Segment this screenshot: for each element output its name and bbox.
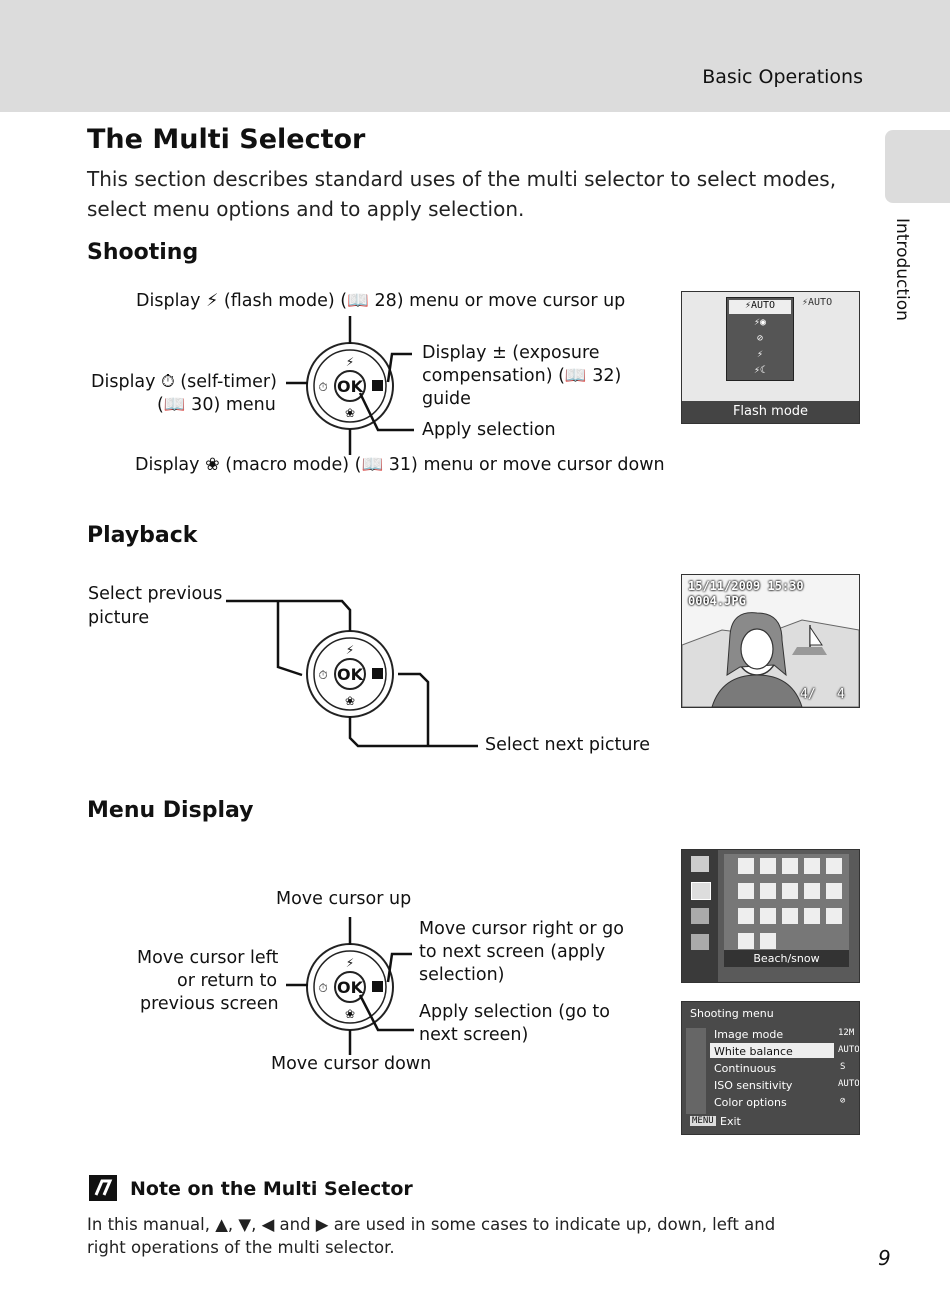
header-band	[0, 0, 950, 112]
side-tab-label: Introduction	[892, 218, 912, 321]
intro-text: This section describes standard uses of …	[87, 167, 837, 221]
menu-value-3: AUTO	[838, 1079, 860, 1089]
flash-corner-indicator: ⚡AUTO	[802, 297, 833, 308]
playback-prev-label-2: picture	[88, 608, 150, 628]
menu-item-white-balance: White balance	[714, 1045, 793, 1058]
menu-down-label: Move cursor down	[271, 1054, 432, 1074]
menu-right-label-2: to next screen (apply	[419, 942, 606, 962]
menu-item-continuous: Continuous	[714, 1062, 777, 1075]
menu-value-0: 12M	[838, 1028, 855, 1038]
scene-menu-screen: Beach/snow	[681, 849, 860, 983]
scene-row-1	[738, 858, 846, 874]
menu-left-label-2: or return to	[177, 971, 278, 991]
menu-ok-label-2: next screen)	[419, 1025, 529, 1045]
shooting-menu-sidebar	[686, 1028, 706, 1114]
scene-row-4	[738, 933, 776, 949]
playback-illustration	[682, 612, 859, 707]
camera-icon	[691, 856, 709, 872]
playback-date: 15/11/2009 15:30	[688, 579, 804, 593]
menu-item-image-mode: Image mode	[714, 1028, 784, 1041]
menu-left-label-1: Move cursor left	[137, 948, 279, 968]
shooting-menu-title: Shooting menu	[690, 1007, 774, 1020]
note-body: In this manual, ▲, ▼, ◀ and ▶ are used i…	[87, 1215, 776, 1257]
shooting-down-label: Display ❀ (macro mode) (📖 31) menu or mo…	[135, 455, 665, 475]
menu-key: MENU	[690, 1116, 716, 1126]
shooting-right-label-2: compensation) (📖 32)	[422, 366, 622, 386]
shooting-up-label: Display ⚡ (flash mode) (📖 28) menu or mo…	[136, 291, 626, 311]
menu-item-highlight	[710, 1043, 834, 1058]
flash-item-2: ⊘	[756, 333, 764, 344]
menu-heading: Menu Display	[87, 798, 254, 823]
flash-item-4: ⚡☾	[753, 365, 767, 376]
section-header: Basic Operations	[702, 66, 863, 88]
flash-mode-screen: ⚡AUTO ⚡◉ ⊘ ⚡ ⚡☾ ⚡AUTO Flash mode	[681, 291, 860, 424]
flash-mode-caption: Flash mode	[682, 401, 859, 423]
movie-icon	[691, 934, 709, 950]
menu-ok-label-1: Apply selection (go to	[419, 1002, 610, 1022]
menu-left-label-3: previous screen	[140, 994, 279, 1014]
smart-portrait-icon	[691, 908, 709, 924]
flash-item-3: ⚡	[756, 349, 764, 360]
scene-row-3	[738, 908, 846, 924]
flash-item-0: ⚡AUTO	[729, 300, 791, 314]
shooting-heading: Shooting	[87, 240, 199, 265]
menu-right-label-3: selection)	[419, 965, 505, 985]
menu-value-2: S	[840, 1062, 846, 1072]
page-number: 9	[878, 1246, 891, 1270]
playback-screen: 15/11/2009 15:30 0004.JPG 4/ 4	[681, 574, 860, 708]
menu-up-label: Move cursor up	[276, 889, 412, 909]
shooting-right-label-1: Display ± (exposure	[422, 343, 600, 363]
scene-grid	[724, 854, 849, 964]
scene-menu-sidebar	[682, 850, 718, 982]
shooting-menu-screen: Shooting menu Image mode White balance C…	[681, 1001, 860, 1135]
menu-right-label-1: Move cursor right or go	[419, 919, 624, 939]
menu-value-4: ⊘	[840, 1096, 846, 1106]
playback-heading: Playback	[87, 523, 198, 548]
flash-menu-list: ⚡AUTO ⚡◉ ⊘ ⚡ ⚡☾	[726, 297, 794, 381]
playback-prev-label-1: Select previous	[88, 584, 223, 604]
menu-value-1: AUTO	[838, 1045, 860, 1055]
shooting-left-label-1: Display ⏱ (self-timer)	[91, 372, 277, 392]
menu-item-color-options: Color options	[714, 1096, 787, 1109]
scene-caption: Beach/snow	[724, 950, 849, 967]
scene-icon	[691, 882, 711, 900]
playback-selector	[306, 630, 394, 718]
scene-row-2	[738, 883, 846, 899]
shooting-selector	[306, 342, 394, 430]
playback-frame-total: 4	[837, 687, 845, 702]
note-icon	[89, 1175, 117, 1201]
side-tab	[885, 130, 950, 203]
menu-selector	[306, 943, 394, 1031]
shooting-left-label-2: (📖 30) menu	[157, 395, 276, 415]
flash-item-1: ⚡◉	[753, 317, 767, 328]
playback-filename: 0004.JPG	[688, 594, 746, 608]
shooting-menu-list: Image mode White balance Continuous ISO …	[710, 1026, 836, 1114]
playback-next-label: Select next picture	[485, 735, 651, 755]
menu-exit-label: Exit	[720, 1115, 741, 1128]
playback-frame-count: 4/	[800, 687, 816, 702]
menu-item-iso: ISO sensitivity	[714, 1079, 793, 1092]
note-title: Note on the Multi Selector	[130, 1178, 413, 1200]
shooting-ok-label: Apply selection	[422, 420, 556, 440]
page-title: The Multi Selector	[87, 124, 366, 155]
shooting-right-label-3: guide	[422, 389, 471, 409]
